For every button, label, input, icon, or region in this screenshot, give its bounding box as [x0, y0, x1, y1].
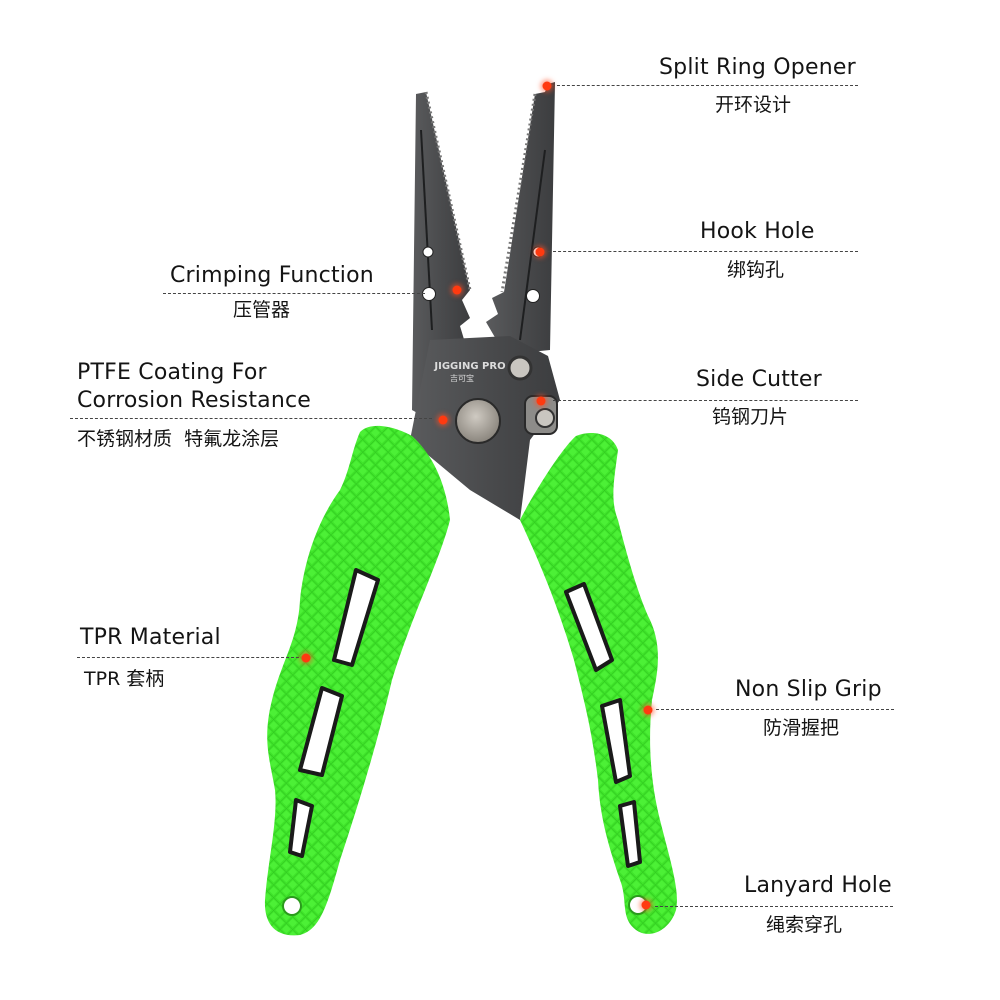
- marker-dot: [301, 653, 311, 663]
- right-jaw: [486, 82, 555, 352]
- grip-slot: [298, 686, 344, 777]
- marker-dot: [542, 81, 552, 91]
- left-handle: [264, 425, 450, 936]
- leader-line: [553, 400, 858, 401]
- callout-non-slip-grip-subtitle: 防滑握把: [763, 717, 840, 739]
- callout-hook-hole-title: Hook Hole: [700, 219, 815, 244]
- lanyard-hole-left: [282, 896, 302, 916]
- callout-split-ring-opener-title: Split Ring Opener: [659, 55, 856, 80]
- leader-line: [656, 709, 894, 710]
- callout-lanyard-hole-subtitle: 绳索穿孔: [766, 914, 843, 936]
- marker-dot: [535, 247, 545, 257]
- marker-dot: [641, 900, 651, 910]
- grip-slot: [332, 568, 380, 667]
- leader-line: [77, 657, 299, 658]
- callout-hook-hole-subtitle: 绑钩孔: [727, 259, 785, 281]
- leader-line: [548, 251, 858, 252]
- callout-tpr-material-title: TPR Material: [80, 625, 221, 650]
- left-jaw: [412, 91, 472, 420]
- pivot-screw: [455, 398, 501, 444]
- grip-slot: [288, 798, 314, 858]
- brand-logo-text: JIGGING PRO: [433, 361, 505, 372]
- callout-lanyard-hole-title: Lanyard Hole: [744, 873, 892, 898]
- leader-line: [552, 85, 858, 86]
- callout-crimping-function-title: Crimping Function: [170, 263, 374, 288]
- marker-dot: [536, 396, 546, 406]
- svg-text:吉可宝: 吉可宝: [450, 373, 474, 383]
- leader-line: [163, 293, 425, 294]
- grip-slot: [600, 698, 632, 784]
- marker-dot: [452, 285, 462, 295]
- leader-line: [70, 418, 432, 419]
- marker-dot: [643, 705, 653, 715]
- grip-slot: [618, 800, 642, 868]
- right-handle: [520, 432, 677, 934]
- callout-tpr-material-subtitle: TPR 套柄: [84, 668, 165, 690]
- callout-split-ring-opener-subtitle: 开环设计: [715, 94, 792, 116]
- callout-ptfe-coating-title-line2: Corrosion Resistance: [77, 388, 312, 413]
- callout-ptfe-coating-subtitle: 不锈钢材质 特氟龙涂层: [77, 428, 280, 450]
- callout-ptfe-coating-title-line1: PTFE Coating For: [77, 360, 267, 385]
- callout-crimping-function-subtitle: 压管器: [233, 299, 291, 321]
- grip-slot: [564, 582, 614, 672]
- spring-screw: [507, 355, 533, 381]
- marker-dot: [438, 415, 448, 425]
- callout-side-cutter-title: Side Cutter: [696, 367, 822, 392]
- callout-non-slip-grip-title: Non Slip Grip: [735, 677, 882, 702]
- leader-line: [655, 906, 893, 907]
- callout-side-cutter-subtitle: 钨钢刀片: [712, 406, 789, 428]
